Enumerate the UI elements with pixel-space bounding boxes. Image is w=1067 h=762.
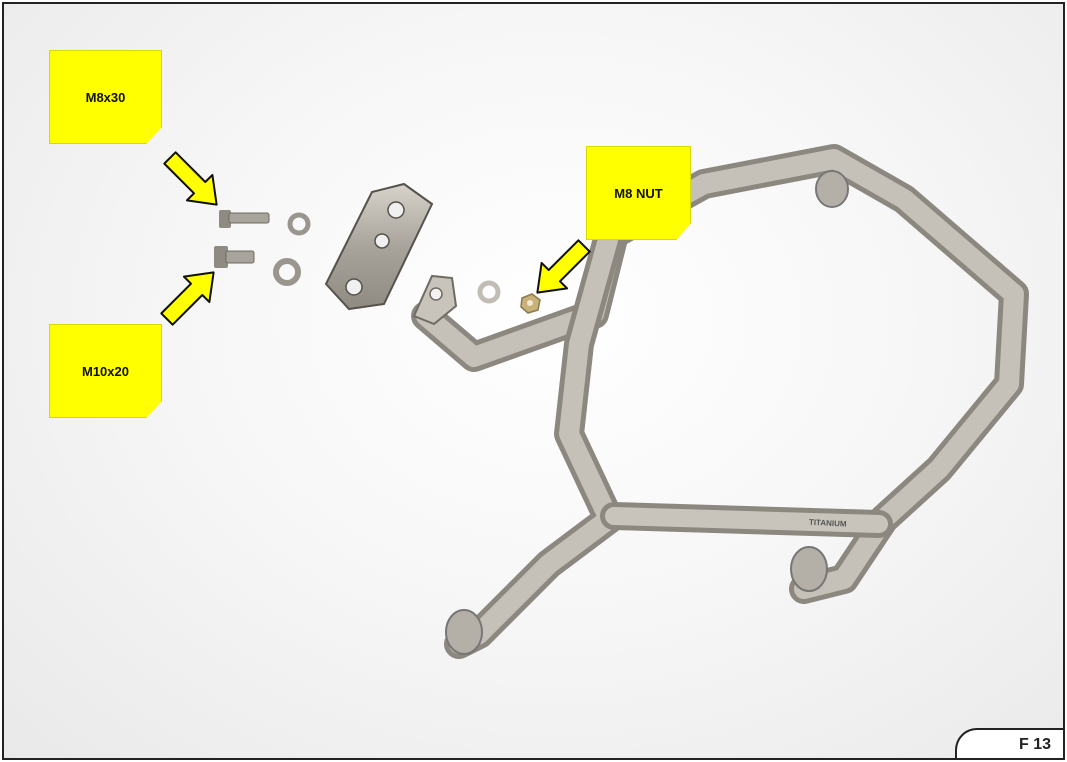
tube-end-cap xyxy=(790,546,828,592)
tube-end-cap xyxy=(815,170,849,208)
bar-stamp-text: TITANIUM xyxy=(809,518,847,529)
washer xyxy=(287,212,311,236)
mounting-tab xyxy=(412,274,458,326)
parts-photo: TITANIUM xyxy=(160,144,1029,659)
label-text: M10x20 xyxy=(82,363,129,379)
page-tag: F 13 xyxy=(955,728,1063,758)
washer xyxy=(477,280,501,304)
mounting-bracket xyxy=(324,182,434,311)
label-text: M8 NUT xyxy=(614,185,663,201)
label-m10x20: M10x20 xyxy=(49,324,162,418)
label-m8-nut: M8 NUT xyxy=(586,146,691,240)
label-m8x30: M8x30 xyxy=(49,50,162,144)
crash-bar xyxy=(411,144,1029,659)
bolt-m8x30 xyxy=(219,210,270,228)
arrow-icon xyxy=(160,271,215,326)
page-number: F 13 xyxy=(1018,736,1051,753)
nut-m8 xyxy=(520,293,541,314)
arrow-icon xyxy=(163,151,218,206)
washer xyxy=(273,258,301,286)
arrow-icon xyxy=(536,239,591,294)
tube-end-cap xyxy=(445,609,483,655)
bolt-m10x20 xyxy=(214,246,255,268)
label-text: M8x30 xyxy=(85,89,126,105)
